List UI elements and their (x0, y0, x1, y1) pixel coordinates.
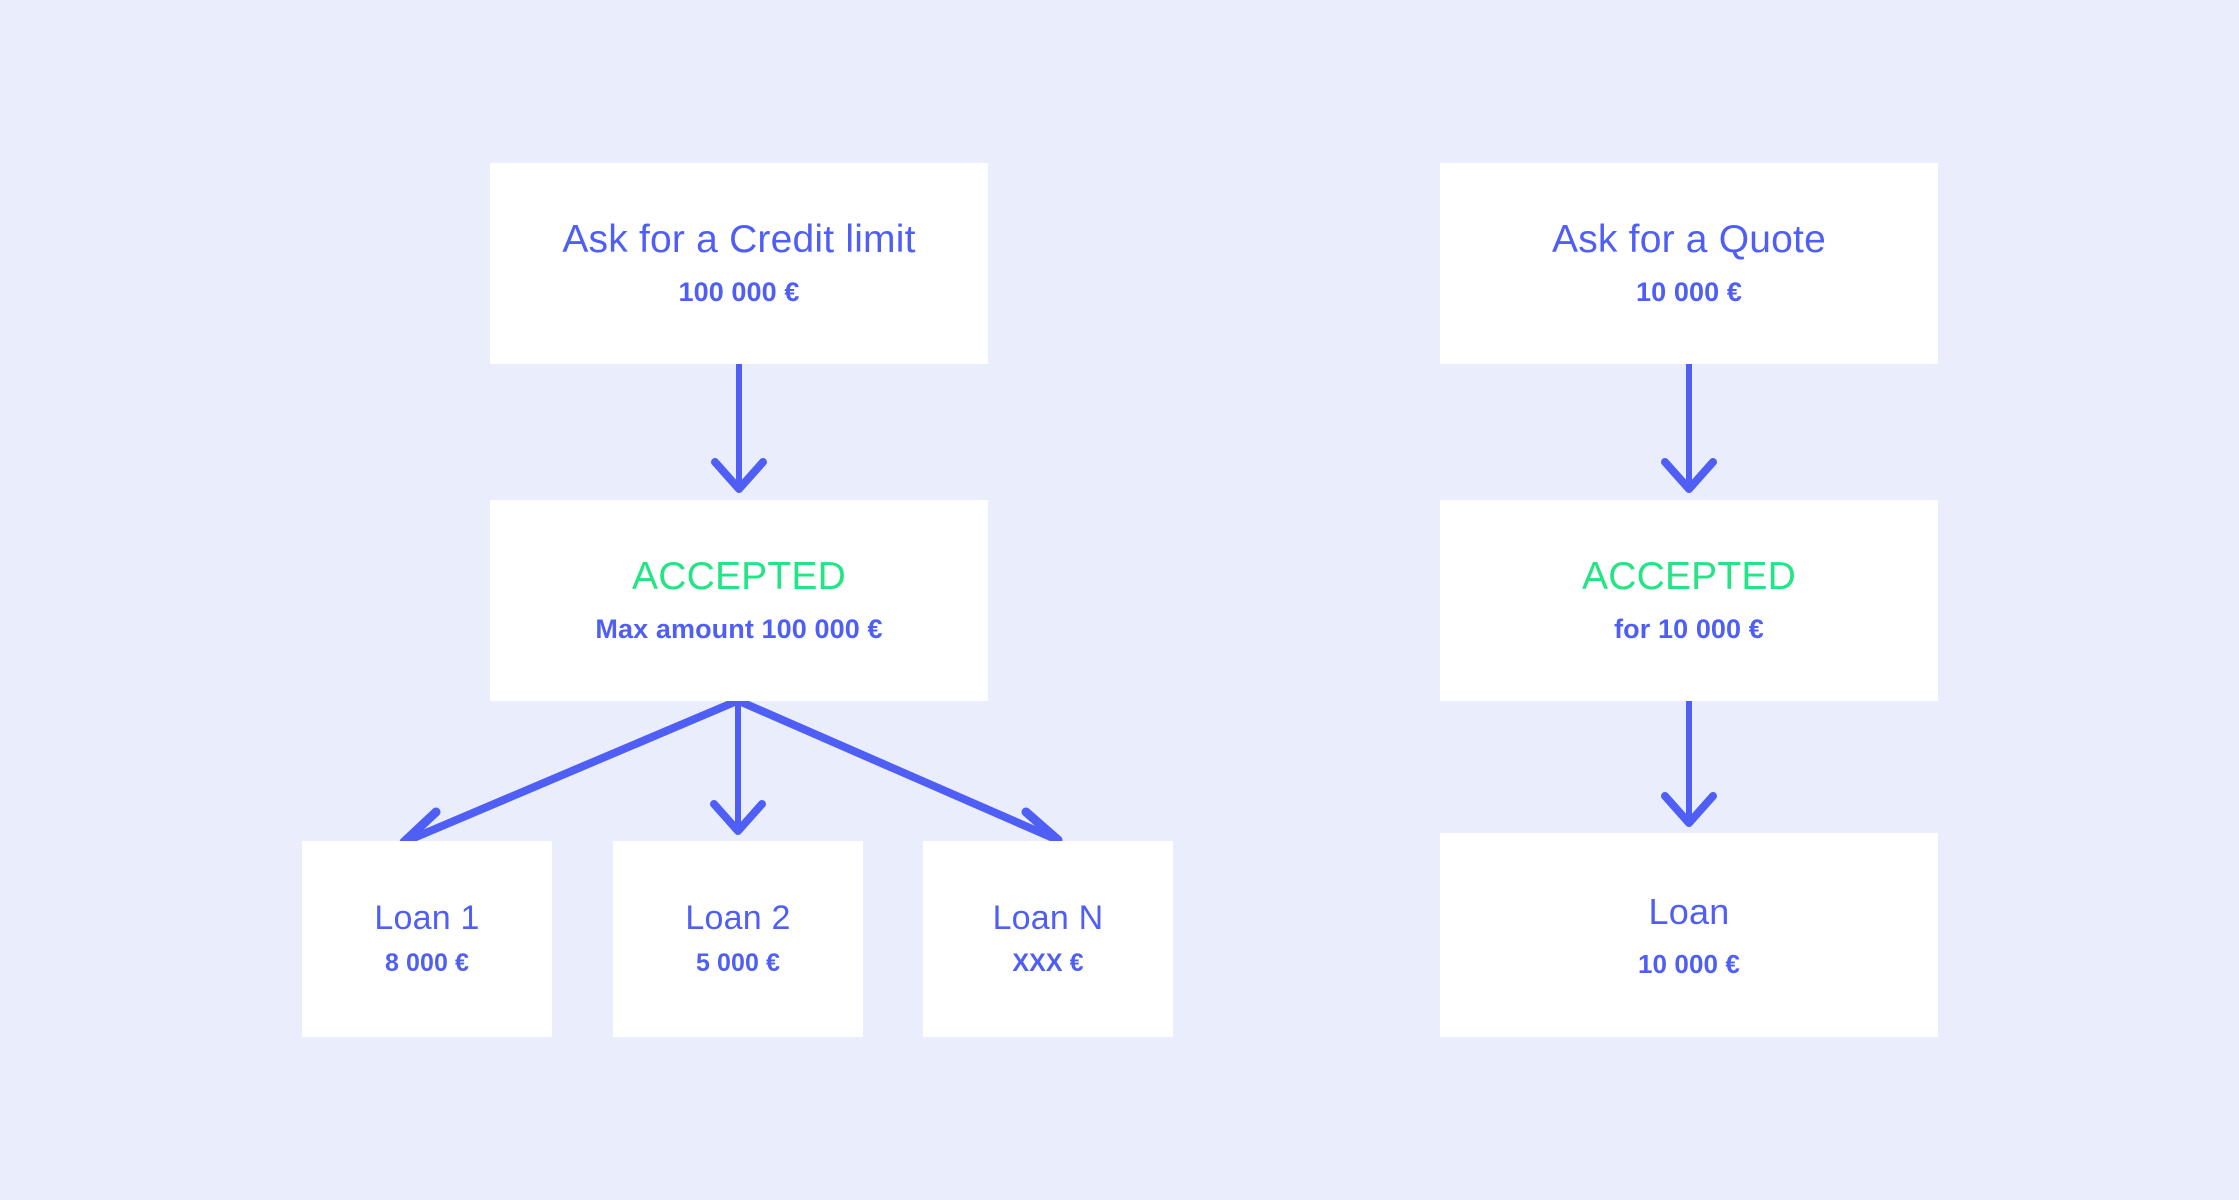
node-amount: Max amount 100 000 € (595, 614, 883, 645)
node-loan-n[interactable]: Loan N XXX € (923, 841, 1173, 1037)
node-amount: 8 000 € (384, 949, 470, 978)
node-ask-quote[interactable]: Ask for a Quote 10 000 € (1440, 163, 1938, 364)
node-amount: 5 000 € (695, 949, 781, 978)
node-quote-accepted[interactable]: ACCEPTED for 10 000 € (1440, 500, 1938, 701)
node-loan-1[interactable]: Loan 1 8 000 € (302, 841, 552, 1037)
status-badge: ACCEPTED (1582, 555, 1796, 599)
node-amount: 10 000 € (1636, 277, 1742, 308)
node-title: Loan N (992, 899, 1104, 938)
node-title: Loan 2 (685, 899, 791, 938)
node-title: Ask for a Quote (1552, 218, 1826, 262)
node-title: Ask for a Credit limit (562, 218, 916, 262)
arrow-credit-limit-to-accepted (711, 364, 767, 493)
status-badge: ACCEPTED (632, 555, 846, 599)
node-amount: 10 000 € (1637, 948, 1740, 979)
node-credit-limit-accepted[interactable]: ACCEPTED Max amount 100 000 € (490, 500, 988, 701)
node-loan-2[interactable]: Loan 2 5 000 € (613, 841, 863, 1037)
node-amount: XXX € (1012, 949, 1084, 978)
node-title: Loan 1 (374, 899, 480, 938)
node-amount: 100 000 € (678, 277, 800, 308)
node-ask-credit-limit[interactable]: Ask for a Credit limit 100 000 € (490, 163, 988, 364)
arrow-accepted-to-loan-n (735, 697, 1063, 869)
node-amount: for 10 000 € (1614, 614, 1764, 645)
arrow-quote-to-accepted (1661, 364, 1717, 493)
arrow-accepted-to-loan-2 (710, 701, 766, 835)
arrow-accepted-to-quote-loan (1661, 701, 1717, 827)
node-title: Loan (1648, 890, 1730, 932)
node-quote-loan[interactable]: Loan 10 000 € (1440, 833, 1938, 1037)
